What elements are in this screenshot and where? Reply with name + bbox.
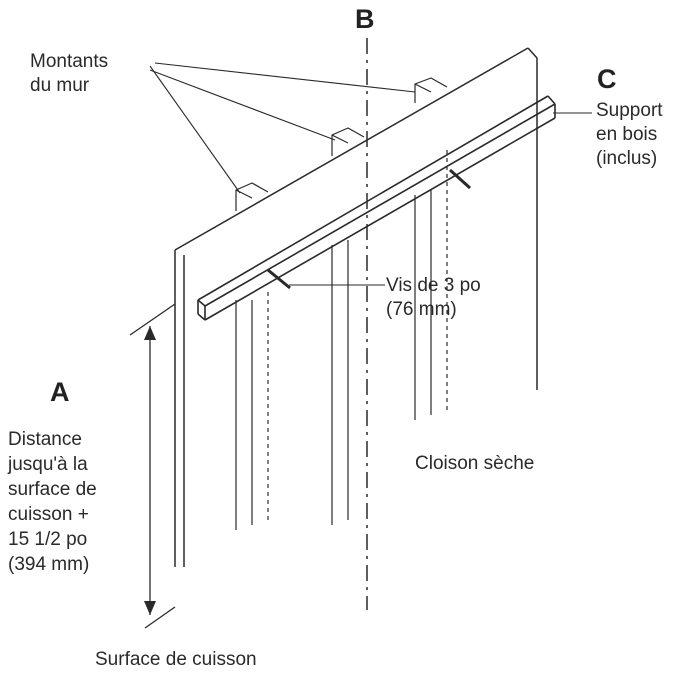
- drywall-panel: [174, 47, 538, 567]
- wood-support-label: Support en bois (inclus): [596, 99, 663, 171]
- drywall-label: Cloison sèche: [415, 453, 535, 474]
- dimension-arrowheads: [144, 326, 156, 615]
- label-b: B: [355, 4, 375, 34]
- wood-support-label-line1: Support: [596, 100, 663, 121]
- screws: [267, 168, 472, 290]
- wall-studs: [235, 77, 448, 530]
- wall-studs-label-line2: du mur: [30, 75, 90, 96]
- distance-label-line4: cuisson +: [8, 504, 89, 525]
- wall-studs-label: Montants du mur: [30, 50, 108, 98]
- label-c: C: [597, 64, 617, 94]
- wood-support-label-line2: en bois: [596, 124, 658, 145]
- wall-studs-label-line1: Montants: [30, 51, 109, 72]
- distance-label-line1: Distance: [8, 429, 82, 450]
- distance-label: Distance jusqu'à la surface de cuisson +…: [8, 427, 97, 577]
- cooking-surface-label: Surface de cuisson: [95, 649, 257, 670]
- distance-label-line5: 15 1/2 po: [8, 529, 88, 550]
- dimension-a: [129, 303, 176, 629]
- distance-label-line3: surface de: [8, 479, 97, 500]
- wood-support-label-line3: (inclus): [596, 148, 658, 169]
- screw-label: Vis de 3 po (76 mm): [386, 274, 481, 322]
- distance-label-line6: (394 mm): [8, 554, 90, 575]
- wood-support-rail: [197, 95, 556, 321]
- screw-label-line2: (76 mm): [386, 299, 457, 320]
- distance-label-line2: jusqu'à la: [8, 454, 88, 475]
- screw-label-line1: Vis de 3 po: [386, 275, 481, 296]
- leader-lines: [149, 62, 592, 286]
- label-a: A: [50, 377, 70, 407]
